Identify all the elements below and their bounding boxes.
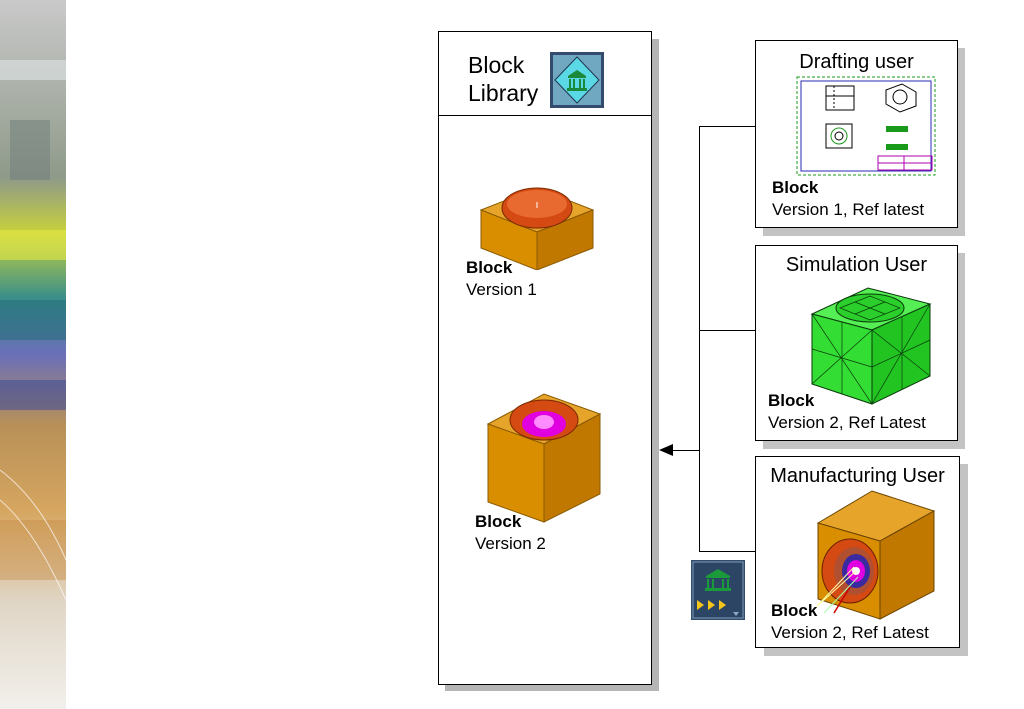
connector-trunk: [699, 126, 700, 552]
connector-to-library: [670, 450, 700, 451]
library-item-name: Block: [466, 258, 513, 277]
drafting-user-box: Drafting user Block Version 1, Ref lates…: [755, 40, 958, 228]
mesh-model: [810, 284, 932, 406]
simulation-user-title: Simulation User: [785, 254, 928, 276]
simulation-user-box: Simulation User Block Version 2, Ref Lat…: [755, 245, 958, 441]
block-library-panel: Block Library Block: [438, 31, 652, 685]
library-icon[interactable]: [550, 52, 604, 108]
connector-simulation: [699, 330, 756, 331]
machining-model: [810, 487, 936, 621]
simulation-item-version: Version 2, Ref Latest: [768, 413, 926, 432]
library-header: Block Library: [439, 32, 651, 116]
drafting-user-title: Drafting user: [799, 51, 914, 73]
block-v1-model: [479, 170, 595, 270]
manufacturing-user-title: Manufacturing User: [770, 465, 945, 487]
block-v2-model: [486, 390, 602, 524]
decorative-side-strip: [0, 0, 66, 709]
library-item-name: Block: [475, 512, 522, 531]
manufacturing-item-version: Version 2, Ref Latest: [771, 623, 929, 642]
connector-drafting: [699, 126, 756, 127]
arrow-head-to-library: [659, 444, 673, 456]
manufacturing-user-box: Manufacturing User Block Version 2, Ref …: [755, 456, 960, 648]
library-tool-icon[interactable]: [691, 560, 745, 620]
library-item-version: Version 2: [475, 534, 546, 553]
library-item-version: Version 1: [466, 280, 537, 299]
drafting-item-name: Block: [772, 178, 819, 197]
drawing-sheet: [796, 76, 936, 176]
drafting-item-version: Version 1, Ref latest: [772, 200, 925, 219]
manufacturing-item-name: Block: [771, 601, 818, 620]
connector-manufacturing: [699, 551, 756, 552]
simulation-item-name: Block: [768, 391, 815, 410]
library-title: Block Library: [468, 52, 539, 106]
